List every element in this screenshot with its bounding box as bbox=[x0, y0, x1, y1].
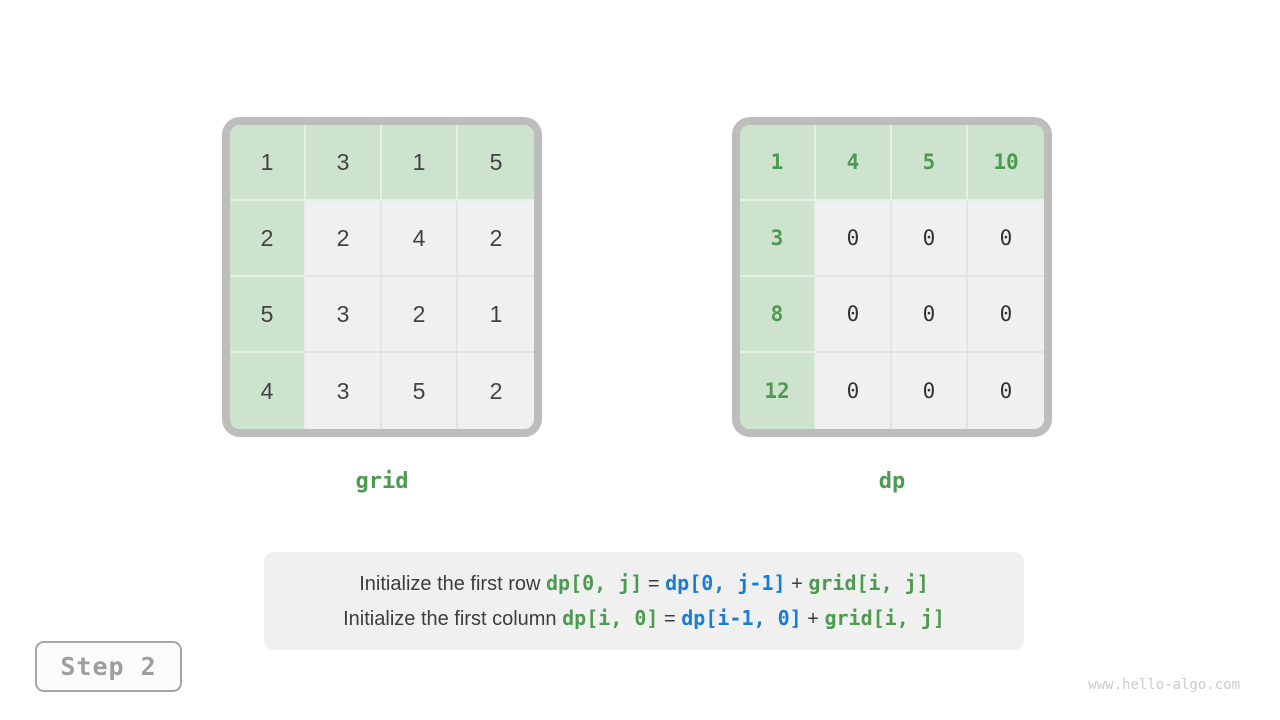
matrix-cell-value: 3 bbox=[336, 148, 350, 175]
matrix-cell: 4 bbox=[382, 201, 458, 277]
matrix-cell-value: 0 bbox=[999, 379, 1013, 403]
matrix-cell-value: 0 bbox=[846, 226, 860, 250]
matrix-cell: 5 bbox=[892, 125, 968, 201]
matrix-cell-value: 4 bbox=[260, 377, 274, 404]
code-token-green: grid[i, j] bbox=[824, 605, 945, 630]
matrix-cell: 1 bbox=[458, 277, 534, 353]
caption-text: = bbox=[642, 572, 666, 595]
dp-matrix-label: dp bbox=[878, 469, 906, 494]
matrix-cell-value: 2 bbox=[260, 224, 274, 251]
matrix-cell-value: 4 bbox=[846, 150, 860, 174]
matrix-cell-value: 4 bbox=[412, 224, 426, 251]
grid-matrix-label: grid bbox=[355, 469, 409, 494]
matrix-cell: 12 bbox=[740, 353, 816, 429]
caption-text: + bbox=[785, 572, 809, 595]
matrix-cell: 4 bbox=[816, 125, 892, 201]
matrix-cell: 5 bbox=[230, 277, 306, 353]
matrix-cell: 0 bbox=[892, 201, 968, 277]
matrix-cell-value: 3 bbox=[770, 226, 784, 250]
step-badge: Step 2 bbox=[35, 641, 182, 692]
matrix-cell-value: 0 bbox=[922, 302, 936, 326]
code-token-green: dp[0, j] bbox=[545, 570, 643, 595]
caption-line-first-column: Initialize the first column dp[i, 0] = d… bbox=[343, 605, 945, 633]
matrix-cell-value: 10 bbox=[993, 150, 1019, 174]
matrix-cell: 0 bbox=[816, 277, 892, 353]
matrix-cell: 2 bbox=[458, 353, 534, 429]
caption-text: Initialize the first column bbox=[343, 607, 563, 630]
matrix-cell-value: 0 bbox=[922, 226, 936, 250]
matrix-cell: 5 bbox=[458, 125, 534, 201]
matrix-cell-value: 5 bbox=[489, 148, 503, 175]
matrix-cell-value: 1 bbox=[770, 150, 784, 174]
matrix-cell: 0 bbox=[892, 353, 968, 429]
matrix-cell-value: 3 bbox=[336, 300, 350, 327]
matrix-cell: 0 bbox=[816, 201, 892, 277]
matrix-cell: 0 bbox=[968, 353, 1044, 429]
matrix-cell: 2 bbox=[230, 201, 306, 277]
caption-text: + bbox=[801, 607, 825, 630]
matrix-cell: 2 bbox=[382, 277, 458, 353]
matrix-cell-value: 5 bbox=[922, 150, 936, 174]
matrix-cell-value: 12 bbox=[764, 379, 790, 403]
matrix-cell-value: 1 bbox=[260, 148, 274, 175]
matrix-cell: 1 bbox=[230, 125, 306, 201]
caption-text: Initialize the first row bbox=[359, 572, 546, 595]
matrix-cell-value: 1 bbox=[412, 148, 426, 175]
matrix-cell-value: 1 bbox=[489, 300, 503, 327]
matrix-cell-value: 0 bbox=[846, 379, 860, 403]
matrix-cell: 3 bbox=[306, 353, 382, 429]
caption-text: = bbox=[658, 607, 682, 630]
matrix-cell: 3 bbox=[740, 201, 816, 277]
matrix-cell: 1 bbox=[382, 125, 458, 201]
matrix-cell: 10 bbox=[968, 125, 1044, 201]
watermark: www.hello-algo.com bbox=[1088, 677, 1240, 693]
matrix-cell: 0 bbox=[968, 277, 1044, 353]
code-token-green: dp[i, 0] bbox=[562, 605, 659, 630]
matrix-cell: 2 bbox=[306, 201, 382, 277]
matrix-cell-value: 0 bbox=[846, 302, 860, 326]
code-token-green: grid[i, j] bbox=[808, 570, 929, 595]
matrix-cell-value: 2 bbox=[412, 300, 426, 327]
matrix-cell-value: 5 bbox=[260, 300, 274, 327]
matrix-cell: 2 bbox=[458, 201, 534, 277]
matrix-cell: 3 bbox=[306, 277, 382, 353]
code-token-blue: dp[0, j-1] bbox=[665, 570, 786, 595]
matrix-cell-value: 2 bbox=[489, 224, 503, 251]
matrix-cell-value: 8 bbox=[770, 302, 784, 326]
matrix-cell: 3 bbox=[306, 125, 382, 201]
matrix-cell-value: 0 bbox=[922, 379, 936, 403]
matrix-cell-value: 0 bbox=[999, 226, 1013, 250]
code-token-blue: dp[i-1, 0] bbox=[681, 605, 802, 630]
matrix-cell: 0 bbox=[816, 353, 892, 429]
matrix-cell: 0 bbox=[892, 277, 968, 353]
matrix-cell-value: 2 bbox=[489, 377, 503, 404]
matrix-cell: 4 bbox=[230, 353, 306, 429]
matrix-cell-value: 2 bbox=[336, 224, 350, 251]
dp-matrix: 1 4 5 10 3 0 0 0 8 0 0 0 12 0 0 0 bbox=[732, 117, 1052, 437]
matrix-cell: 5 bbox=[382, 353, 458, 429]
grid-matrix: 1 3 1 5 2 2 4 2 5 3 2 1 4 3 5 2 bbox=[222, 117, 542, 437]
matrix-cell-value: 0 bbox=[999, 302, 1013, 326]
matrix-cell: 8 bbox=[740, 277, 816, 353]
step-badge-label: Step 2 bbox=[60, 652, 157, 681]
matrix-cell-value: 5 bbox=[412, 377, 426, 404]
matrix-cell: 1 bbox=[740, 125, 816, 201]
matrix-cell-value: 3 bbox=[336, 377, 350, 404]
caption-box: Initialize the first row dp[0, j] = dp[0… bbox=[264, 552, 1024, 650]
caption-line-first-row: Initialize the first row dp[0, j] = dp[0… bbox=[359, 570, 929, 598]
matrix-cell: 0 bbox=[968, 201, 1044, 277]
